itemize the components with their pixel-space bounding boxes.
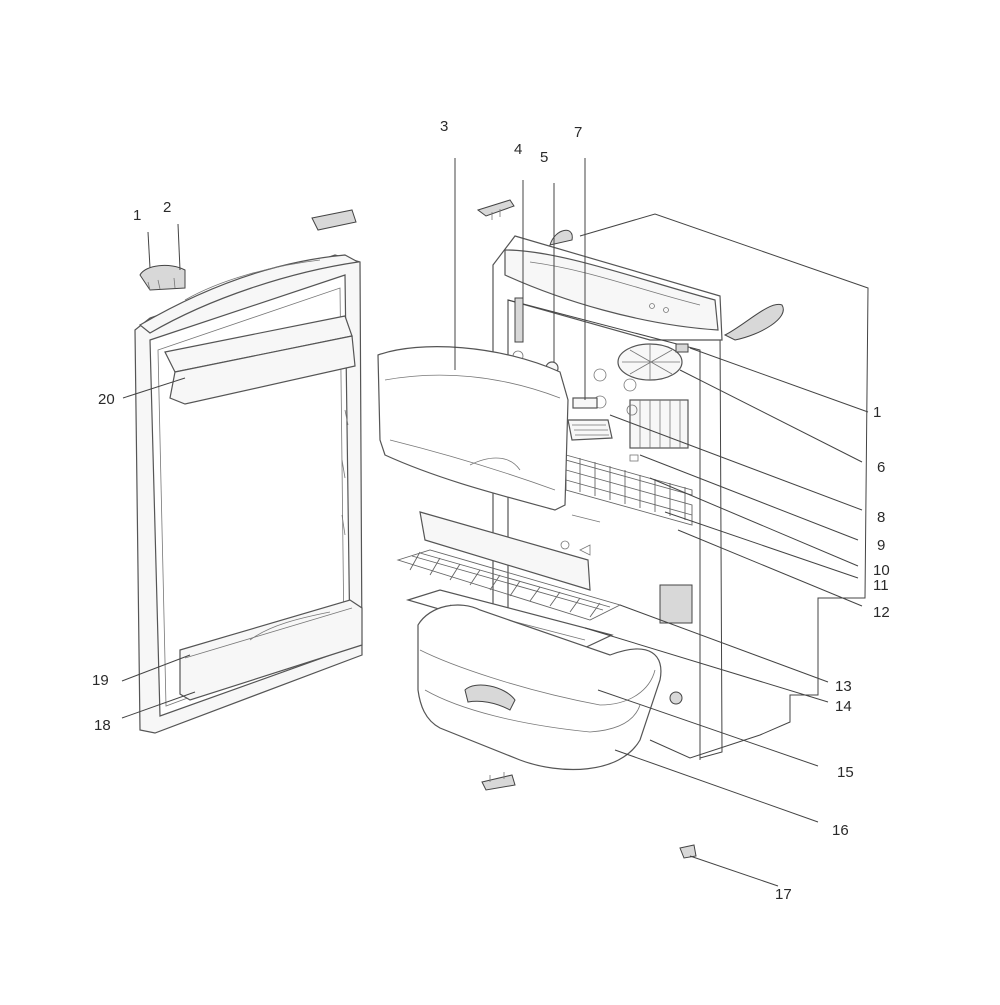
callout-7: 7 — [574, 124, 582, 141]
callout-15: 15 — [837, 764, 854, 781]
callout-11: 11 — [873, 577, 889, 594]
callout-19: 19 — [92, 672, 109, 689]
callout-labels: 1 2 3 4 5 7 1 6 8 9 10 11 12 13 14 15 16… — [92, 118, 890, 903]
callout-14: 14 — [835, 698, 852, 715]
door-assembly — [134, 209, 363, 734]
callout-20: 20 — [98, 391, 115, 408]
callout-12: 12 — [873, 604, 890, 621]
callout-18: 18 — [94, 717, 111, 734]
callout-6: 6 — [877, 459, 885, 476]
callout-8: 8 — [877, 509, 885, 526]
callout-1-hinge: 1 — [133, 207, 141, 224]
callout-9: 9 — [877, 537, 885, 554]
callout-10: 10 — [873, 562, 890, 579]
callout-5: 5 — [540, 149, 548, 166]
callout-1-right: 1 — [873, 404, 881, 421]
callout-13: 13 — [835, 678, 852, 695]
callout-3: 3 — [440, 118, 448, 135]
callout-2: 2 — [163, 199, 171, 216]
leader-lines — [121, 158, 869, 887]
freezer-flap — [377, 346, 569, 511]
crisper-bin — [417, 604, 662, 771]
callout-17: 17 — [775, 886, 792, 903]
callout-16: 16 — [832, 822, 849, 839]
loose-parts — [476, 199, 697, 859]
callout-4: 4 — [514, 141, 522, 158]
